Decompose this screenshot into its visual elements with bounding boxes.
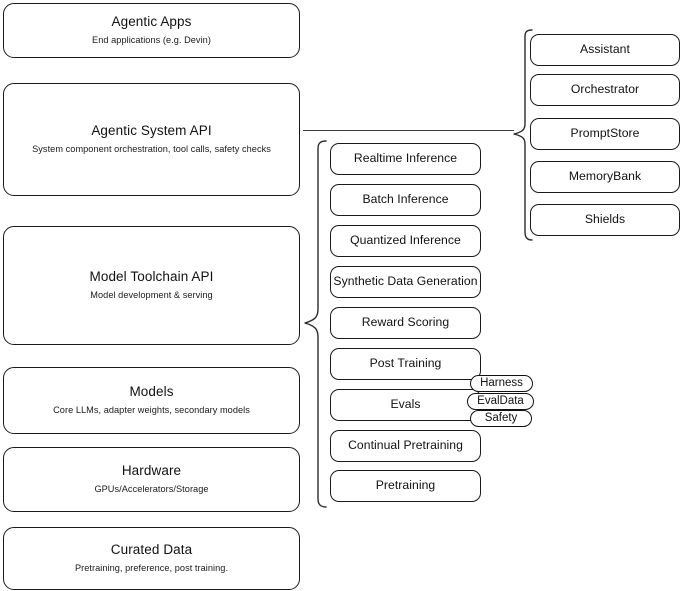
chip-label: Reward Scoring [361,315,450,330]
chip-label: Realtime Inference [353,151,458,166]
evals-pill-harness[interactable]: Harness [470,375,533,392]
chip-label: Shields [584,212,626,227]
layer-subtitle: End applications (e.g. Devin) [92,35,211,46]
connector-line-system-api-to-components [303,130,514,132]
layer-title: Models [129,384,174,400]
layer-box-curated-data[interactable]: Curated Data Pretraining, preference, po… [3,527,300,590]
capability-chip-pretraining[interactable]: Pretraining [330,470,481,502]
chip-label: MemoryBank [568,169,642,184]
layer-subtitle: Model development & serving [90,290,213,301]
system-component-chip-shields[interactable]: Shields [530,204,680,236]
system-component-chip-orchestrator[interactable]: Orchestrator [530,74,680,106]
system-component-chip-promptstore[interactable]: PromptStore [530,118,680,150]
layer-title: Agentic Apps [111,14,192,30]
layer-subtitle: Pretraining, preference, post training. [74,563,229,574]
evals-pill-safety[interactable]: Safety [470,410,532,427]
capability-chip-synthetic-data-generation[interactable]: Synthetic Data Generation [330,266,481,298]
chip-label: Orchestrator [570,82,640,97]
layer-box-agentic-system-api[interactable]: Agentic System API System component orch… [3,83,300,196]
chip-label: Evals [390,397,421,412]
system-component-chip-memorybank[interactable]: MemoryBank [530,161,680,193]
layer-box-models[interactable]: Models Core LLMs, adapter weights, secon… [3,367,300,434]
evals-pill-evaldata[interactable]: EvalData [467,393,534,410]
capability-chip-evals[interactable]: Evals [330,389,481,421]
capability-chip-post-training[interactable]: Post Training [330,348,481,380]
pill-label: EvalData [477,394,524,407]
layer-subtitle: GPUs/Accelerators/Storage [94,484,209,495]
chip-label: Assistant [580,42,630,57]
layer-title: Hardware [121,463,182,479]
layer-subtitle: Core LLMs, adapter weights, secondary mo… [53,405,250,416]
layer-box-model-toolchain-api[interactable]: Model Toolchain API Model development & … [3,226,300,345]
pill-label: Safety [484,411,518,424]
pill-label: Harness [480,376,523,389]
chip-label: Post Training [369,356,442,371]
capability-chip-quantized-inference[interactable]: Quantized Inference [330,225,481,257]
capability-chip-reward-scoring[interactable]: Reward Scoring [330,307,481,339]
capability-chip-continual-pretraining[interactable]: Continual Pretraining [330,430,481,462]
chip-label: PromptStore [570,126,640,141]
layer-box-hardware[interactable]: Hardware GPUs/Accelerators/Storage [3,447,300,512]
layer-box-agentic-apps[interactable]: Agentic Apps End applications (e.g. Devi… [3,3,300,58]
layer-title: Model Toolchain API [89,269,214,285]
layer-subtitle: System component orchestration, tool cal… [32,144,271,155]
chip-label: Pretraining [375,478,436,493]
chip-label: Synthetic Data Generation [333,274,478,289]
chip-label: Quantized Inference [350,233,461,248]
layer-title: Agentic System API [91,123,212,139]
layer-title: Curated Data [110,542,193,558]
chip-label: Batch Inference [362,192,449,207]
brace-toolchain-capabilities [302,139,328,509]
capability-chip-realtime-inference[interactable]: Realtime Inference [330,143,481,175]
system-component-chip-assistant[interactable]: Assistant [530,34,680,66]
chip-label: Continual Pretraining [348,438,463,453]
capability-chip-batch-inference[interactable]: Batch Inference [330,184,481,216]
brace-system-components [512,28,534,242]
